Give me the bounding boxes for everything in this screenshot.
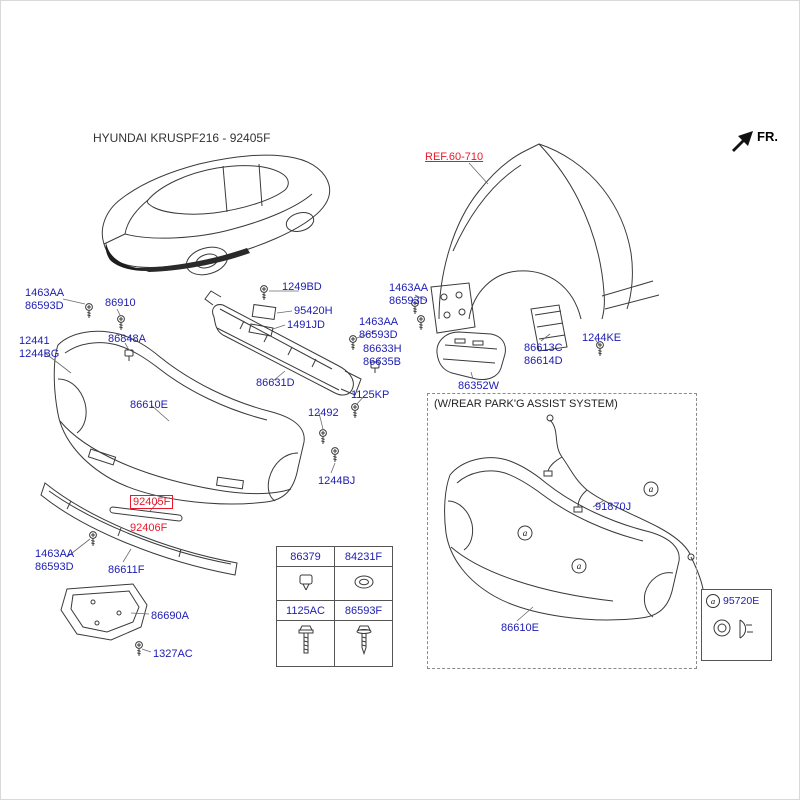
label-1463aa-86593d-4[interactable]: 1463AA 86593D: [389, 282, 429, 307]
park-assist-bumper-drawing: [444, 457, 680, 621]
label-1244ke[interactable]: 1244KE: [582, 332, 622, 344]
front-direction-indicator: FR.: [729, 129, 778, 153]
label-95420h[interactable]: 95420H: [294, 305, 333, 317]
wiring-harness-drawing: [543, 414, 704, 590]
park-assist-title: (W/REAR PARK'G ASSIST SYSTEM): [434, 398, 618, 410]
diagram-title: HYUNDAI KRUSPF216 - 92405F: [93, 131, 271, 145]
callout-a-badge: a: [706, 594, 720, 608]
bumper-reinforcement-drawing: [204, 290, 362, 396]
label-86631d[interactable]: 86631D: [256, 377, 295, 389]
label-86848a[interactable]: 86848A: [108, 333, 146, 345]
secondary-part-number: 92406F: [130, 521, 168, 534]
front-direction-arrow-icon: [732, 131, 753, 152]
fender-panel-drawing: [438, 143, 660, 320]
callout-a-marker: a: [517, 525, 533, 541]
lower-trim-drawing: [40, 482, 238, 576]
grommet-icon: [334, 566, 393, 601]
label-91870j[interactable]: 91870J: [595, 501, 632, 513]
parking-sensor-icon: [713, 619, 753, 639]
highlighted-strip-drawing: [109, 506, 183, 522]
label-1491jd[interactable]: 1491JD: [287, 319, 325, 331]
side-bracket-drawing: [430, 282, 476, 334]
label-1125kp[interactable]: 1125KP: [351, 389, 390, 401]
label-12441-1244bg[interactable]: 12441 1244BG: [19, 335, 60, 360]
mounting-bracket-drawing: [248, 303, 277, 337]
label-84231f[interactable]: 84231F: [334, 546, 393, 567]
callout-a-marker: a: [643, 481, 659, 497]
label-86910[interactable]: 86910: [105, 297, 136, 309]
label-1463aa-86593d-2[interactable]: 1463AA 86593D: [359, 316, 399, 341]
leader-lines: [44, 162, 604, 653]
park-assist-section: (W/REAR PARK'G ASSIST SYSTEM): [427, 393, 697, 669]
highlighted-part-number[interactable]: 92405F: [130, 494, 174, 509]
bumper-cover-drawing: [53, 330, 305, 505]
hardware-table: 86379 84231F 1125AC 86593F: [276, 546, 393, 667]
label-86593f[interactable]: 86593F: [334, 600, 393, 621]
label-1125ac[interactable]: 1125AC: [276, 600, 335, 621]
screw-icon: [334, 620, 393, 667]
callout-a-letter: a: [649, 484, 654, 494]
side-strip-drawing: [530, 304, 568, 352]
label-86611f[interactable]: 86611F: [108, 564, 145, 576]
vehicle-illustration: [101, 154, 331, 276]
callout-a-markers: a a a: [517, 481, 659, 574]
label-1244bj[interactable]: 1244BJ: [318, 475, 356, 487]
label-1463aa-86593d-3[interactable]: 1463AA 86593D: [35, 548, 75, 573]
label-1463aa-86593d-1[interactable]: 1463AA 86593D: [25, 287, 65, 312]
front-direction-label: FR.: [757, 129, 778, 144]
label-86690a[interactable]: 86690A: [151, 610, 189, 622]
label-86610e-1[interactable]: 86610E: [130, 399, 168, 411]
label-86610e-2[interactable]: 86610E: [501, 622, 539, 634]
label-95720e[interactable]: 95720E: [723, 595, 760, 607]
label-1249bd[interactable]: 1249BD: [282, 281, 322, 293]
label-92405f-92406f[interactable]: 92405F 92406F: [130, 482, 174, 534]
label-86613c-86614d[interactable]: 86613C 86614D: [524, 342, 563, 367]
guard-bracket-drawing: [436, 331, 506, 380]
label-12492[interactable]: 12492: [308, 407, 339, 419]
sensor-callout-box: a 95720E: [701, 589, 772, 661]
label-86379[interactable]: 86379: [276, 546, 335, 567]
callout-a-letter: a: [523, 528, 528, 538]
callout-a-letter: a: [577, 561, 582, 571]
ref-callout[interactable]: REF.60-710: [425, 151, 484, 163]
retainer-clip-icon: [276, 566, 335, 601]
label-86633h-86635b[interactable]: 86633H 86635B: [363, 343, 402, 368]
bolt-icon: [276, 620, 335, 667]
under-cover-drawing: [60, 583, 148, 641]
label-1327ac[interactable]: 1327AC: [153, 648, 193, 660]
label-86352w[interactable]: 86352W: [458, 380, 499, 392]
callout-a-marker: a: [571, 558, 587, 574]
